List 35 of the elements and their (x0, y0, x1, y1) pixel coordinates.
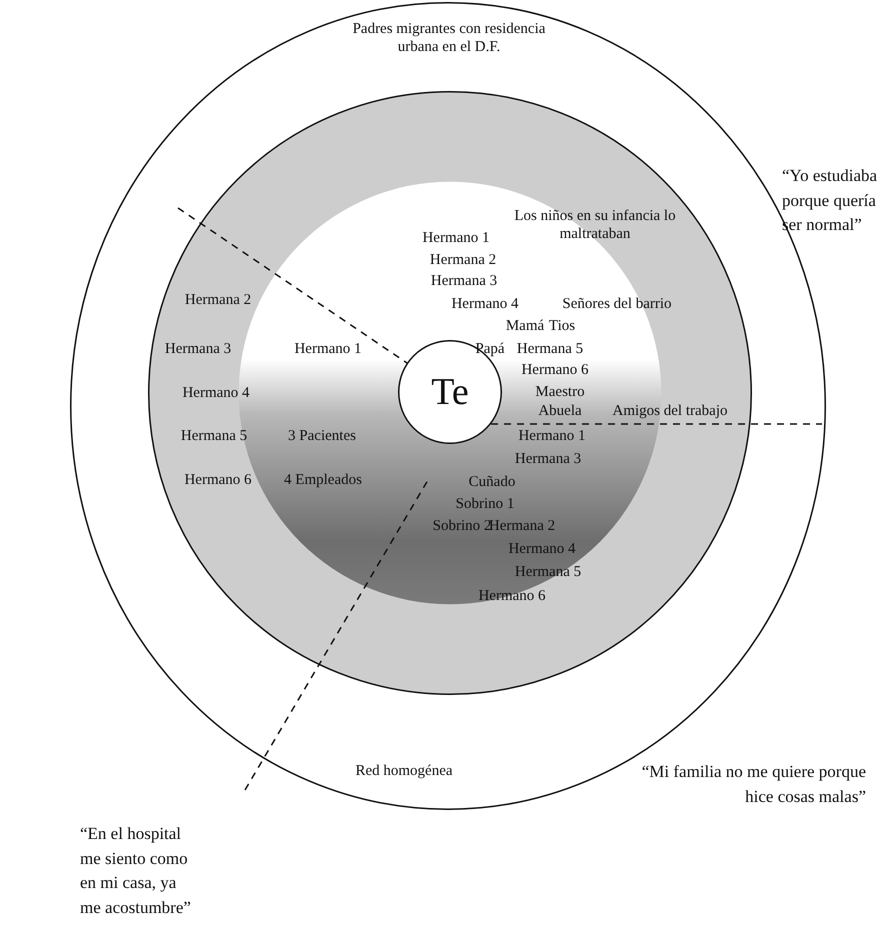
person-label: Amigos del trabajo (612, 402, 728, 420)
center-label: Te (431, 372, 469, 412)
person-label: Hermano 1 (422, 229, 490, 247)
person-label: Hermano 4 (182, 384, 250, 402)
person-label: Hermano 1 (294, 340, 362, 358)
person-label: Hermana 3 (514, 450, 582, 468)
person-label: Abuela (538, 402, 582, 420)
person-label: Señores del barrio (562, 295, 672, 313)
person-label: Hermana 5 (180, 427, 248, 445)
person-label: Sobrino 2 (432, 517, 492, 535)
person-label: Maestro (535, 383, 585, 401)
person-label: Cuñado (468, 473, 516, 491)
person-label: Hermana 2 (184, 291, 252, 309)
person-label: Hermano 4 (451, 295, 519, 313)
person-label: Los niños en su infancia lo maltrataban (513, 207, 677, 243)
person-label: Hermano 1 (518, 427, 586, 445)
region-label: Padres migrantes con residencia urbana en el D.F. (352, 20, 546, 56)
person-label: Hermana 5 (516, 340, 584, 358)
person-label: Hermana 2 (430, 251, 496, 269)
person-label: Sobrino 1 (456, 495, 514, 513)
person-label: Hermana 3 (430, 272, 498, 290)
person-label: Hermano 6 (184, 471, 252, 489)
region-label: Red homogénea (355, 762, 453, 780)
person-label: Hermano 6 (478, 587, 546, 605)
person-label: Hermano 6 (521, 361, 589, 379)
person-label: Papá (475, 340, 505, 358)
person-label: 3 Pacientes (288, 427, 356, 445)
person-label: Tios (548, 317, 576, 335)
person-label: Mamá (506, 317, 544, 335)
person-label: Hermana 2 (488, 517, 556, 535)
person-label: Hermana 3 (164, 340, 232, 358)
person-label: Hermano 4 (508, 540, 576, 558)
quote-text: “En el hospital me siento como en mi casa, ya me acostumbre” (80, 823, 192, 918)
quote-text: “Mi familia no me quiere porque hice cosas malas” (641, 761, 866, 808)
person-label: 4 Empleados (284, 471, 362, 489)
